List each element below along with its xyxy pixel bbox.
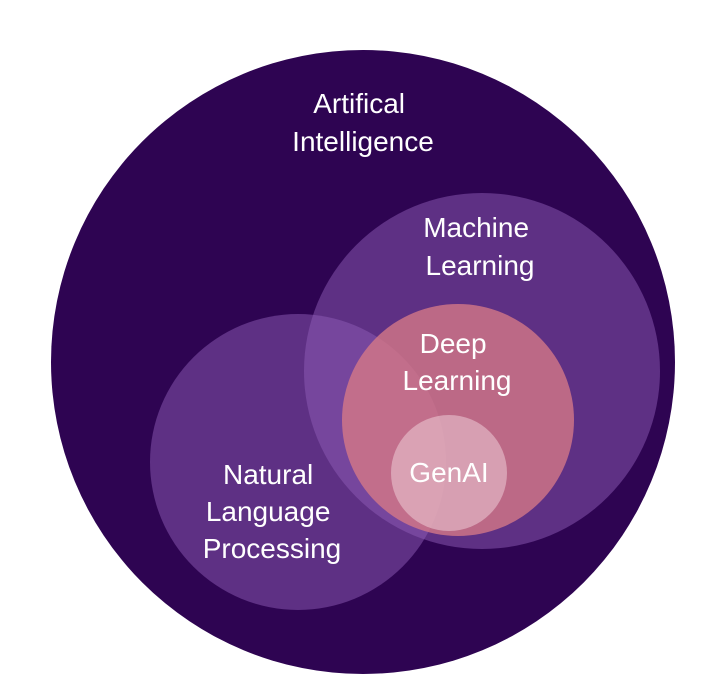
dl-label-line-1: Deep: [420, 328, 487, 359]
genai-label: GenAI: [409, 457, 488, 488]
nlp-label: Natural Language Processing: [203, 459, 342, 564]
ai-label-line-1: Artifical: [313, 88, 405, 119]
genai-label-line-1: GenAI: [409, 457, 488, 488]
ml-label-line-2: Learning: [426, 250, 535, 281]
nlp-label-line-3: Processing: [203, 533, 342, 564]
dl-label: Deep Learning: [403, 328, 512, 396]
genai-circle: [391, 415, 507, 531]
ml-label: Machine Learning: [423, 212, 537, 281]
nlp-label-line-2: Language: [206, 496, 331, 527]
ai-label-line-2: Intelligence: [292, 126, 434, 157]
ai-label: Artifical Intelligence: [292, 88, 434, 157]
ml-label-line-1: Machine: [423, 212, 529, 243]
nlp-label-line-1: Natural: [223, 459, 313, 490]
dl-label-line-2: Learning: [403, 365, 512, 396]
